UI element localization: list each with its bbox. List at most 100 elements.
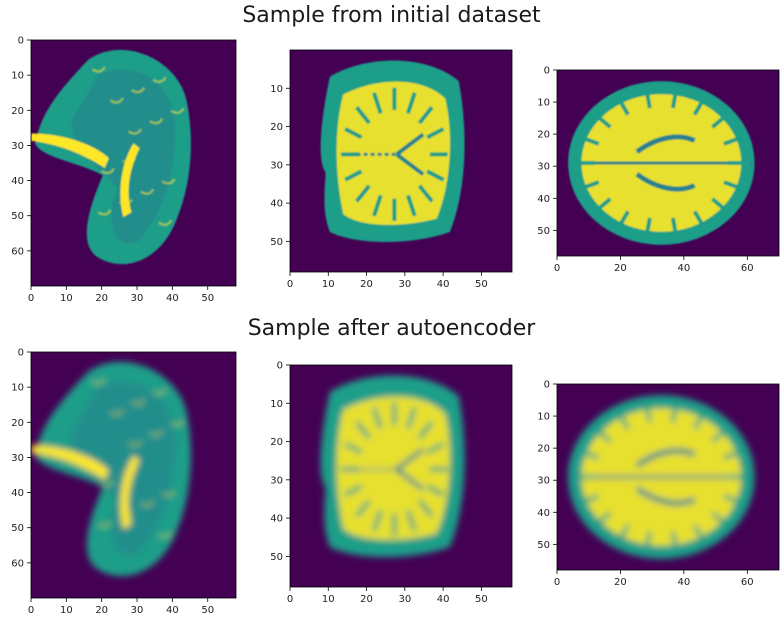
sulcus-mark xyxy=(372,509,383,532)
sulcus-mark xyxy=(426,127,445,140)
x-tick-label: 30 xyxy=(398,594,411,605)
y-tick-label: 10 xyxy=(270,399,283,410)
sulcus-mark xyxy=(406,509,417,532)
x-tick-label: 0 xyxy=(554,263,560,274)
x-tick-label: 10 xyxy=(322,279,335,290)
gyrus-fold xyxy=(140,188,155,195)
sulcus-mark xyxy=(711,197,731,215)
gyrus-fold xyxy=(161,490,176,497)
x-tick-label: 20 xyxy=(95,605,108,616)
sulcus-mark xyxy=(643,399,652,423)
sulcus-mark xyxy=(406,92,417,114)
sulcus-mark xyxy=(723,134,746,146)
sulcus-mark xyxy=(417,420,434,440)
sulcus-mark xyxy=(592,425,612,443)
x-tick-label: 0 xyxy=(287,594,293,605)
y-tick-label: 10 xyxy=(11,71,24,82)
sulcus-mark xyxy=(426,484,445,497)
top-coronal-image xyxy=(320,60,465,243)
bottom-coronal-image xyxy=(320,375,465,558)
sulcus-mark xyxy=(344,127,363,140)
gyrus-fold xyxy=(170,107,185,114)
x-tick-label: 50 xyxy=(475,279,488,290)
bottom-axial-frame xyxy=(556,383,780,571)
gyrus-fold xyxy=(128,440,142,447)
y-tick-label: 40 xyxy=(537,194,550,205)
x-tick-label: 0 xyxy=(28,605,34,616)
gyrus-fold xyxy=(122,469,137,476)
gyrus-fold xyxy=(110,97,124,104)
y-tick-label: 30 xyxy=(11,453,24,464)
x-tick-label: 40 xyxy=(677,577,690,588)
y-tick-label: 20 xyxy=(270,122,283,133)
sulcus-mark xyxy=(723,494,746,506)
y-tick-label: 10 xyxy=(537,98,550,109)
x-tick-label: 10 xyxy=(322,594,335,605)
y-tick-label: 20 xyxy=(11,106,24,117)
y-tick-label: 20 xyxy=(270,437,283,448)
ventricle-mark xyxy=(635,448,696,468)
bottom-row-title: Sample after autoencoder xyxy=(247,316,536,341)
y-tick-label: 10 xyxy=(537,412,550,423)
sulcus-mark xyxy=(355,184,371,203)
sulcus-mark xyxy=(643,217,652,241)
gyrus-fold xyxy=(110,409,124,416)
ventricle-mark xyxy=(635,134,696,154)
gyrus-fold xyxy=(128,128,142,135)
sulcus-mark xyxy=(344,484,363,497)
y-tick-label: 40 xyxy=(11,176,24,187)
sulcus-mark xyxy=(615,94,630,116)
sulcus-mark xyxy=(643,531,652,555)
y-tick-label: 40 xyxy=(537,508,550,519)
gyrus-fold xyxy=(149,430,164,437)
sulcus-mark xyxy=(426,442,445,455)
sulcus-mark xyxy=(592,511,612,529)
y-tick-label: 50 xyxy=(11,211,24,222)
y-tick-label: 50 xyxy=(270,237,283,248)
sulcus-mark xyxy=(723,448,746,460)
x-tick-label: 60 xyxy=(741,577,754,588)
x-tick-label: 30 xyxy=(131,605,144,616)
x-tick-label: 20 xyxy=(360,279,373,290)
x-tick-label: 50 xyxy=(475,594,488,605)
gyrus-fold xyxy=(91,66,106,73)
sulcus-mark xyxy=(372,194,383,217)
x-tick-label: 40 xyxy=(677,263,690,274)
y-tick-label: 60 xyxy=(11,558,24,569)
y-tick-label: 0 xyxy=(544,380,550,391)
y-tick-label: 50 xyxy=(537,226,550,237)
gyrus-fold xyxy=(91,378,106,385)
sulcus-mark xyxy=(577,494,600,506)
sulcus-mark xyxy=(711,111,731,129)
sulcus-mark xyxy=(592,111,612,129)
gyrus-fold xyxy=(131,87,146,94)
sulcus-mark xyxy=(372,407,383,429)
x-tick-label: 10 xyxy=(60,605,73,616)
sulcus-mark xyxy=(670,85,679,109)
y-tick-label: 30 xyxy=(11,141,24,152)
y-tick-label: 40 xyxy=(270,199,283,210)
y-tick-label: 20 xyxy=(11,418,24,429)
sulcus-mark xyxy=(344,169,363,182)
sulcus-mark xyxy=(692,210,708,232)
sulcus-mark xyxy=(344,442,363,455)
ventricle-mark xyxy=(395,132,425,176)
x-tick-label: 0 xyxy=(554,577,560,588)
top-sagittal-image xyxy=(31,49,191,265)
top-sagittal-frame xyxy=(30,39,237,287)
bright-streak-shape xyxy=(31,133,109,168)
sulcus-mark xyxy=(692,408,708,430)
x-tick-label: 20 xyxy=(360,594,373,605)
sulcus-mark xyxy=(355,105,371,125)
top-coronal-frame xyxy=(289,49,513,273)
x-tick-label: 0 xyxy=(287,279,293,290)
gyrus-fold xyxy=(152,388,167,395)
y-tick-label: 40 xyxy=(11,488,24,499)
sulcus-mark xyxy=(615,408,630,430)
gyrus-fold xyxy=(101,480,115,487)
